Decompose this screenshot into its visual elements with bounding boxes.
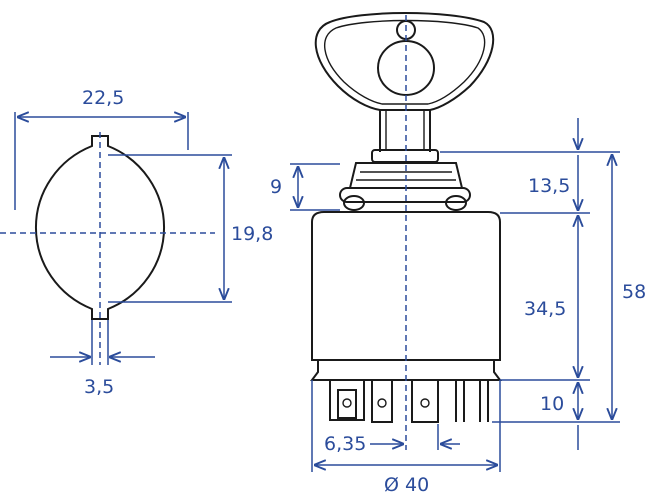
terminals	[329, 379, 489, 423]
washer-lobe-right	[445, 195, 467, 211]
label-terminal-height: 10	[540, 393, 564, 415]
label-terminal-pitch: 6,35	[324, 433, 366, 455]
label-slot-width: 3,5	[84, 376, 114, 398]
washer	[339, 187, 471, 203]
shaft-profile	[35, 135, 165, 320]
collar	[371, 149, 439, 163]
label-cam-width: 22,5	[82, 87, 124, 109]
key-head	[314, 12, 495, 111]
label-top-height: 13,5	[528, 175, 570, 197]
key-shank	[379, 110, 431, 152]
terminal-hole	[420, 398, 430, 408]
terminal	[329, 379, 365, 421]
shaft-end-view: 22,5 19,8 3,5	[0, 87, 273, 398]
terminal-blade	[337, 389, 357, 419]
key-head-inner	[323, 19, 486, 105]
switch-side-view: 9 13,5 34,5 10 58 6,35 Ø 40	[270, 12, 646, 496]
label-nut-height: 9	[270, 176, 282, 198]
label-body-diameter: Ø 40	[384, 474, 429, 496]
terminal	[371, 379, 393, 423]
label-body-height: 34,5	[524, 298, 566, 320]
label-cam-height: 19,8	[231, 223, 273, 245]
terminal	[411, 379, 439, 423]
key-shank-inner	[385, 110, 425, 150]
label-total-height: 58	[622, 281, 646, 303]
washer-lobe-left	[343, 195, 365, 211]
terminal-hole	[342, 398, 352, 408]
switch-body	[311, 211, 501, 361]
terminal-hole	[377, 398, 387, 408]
